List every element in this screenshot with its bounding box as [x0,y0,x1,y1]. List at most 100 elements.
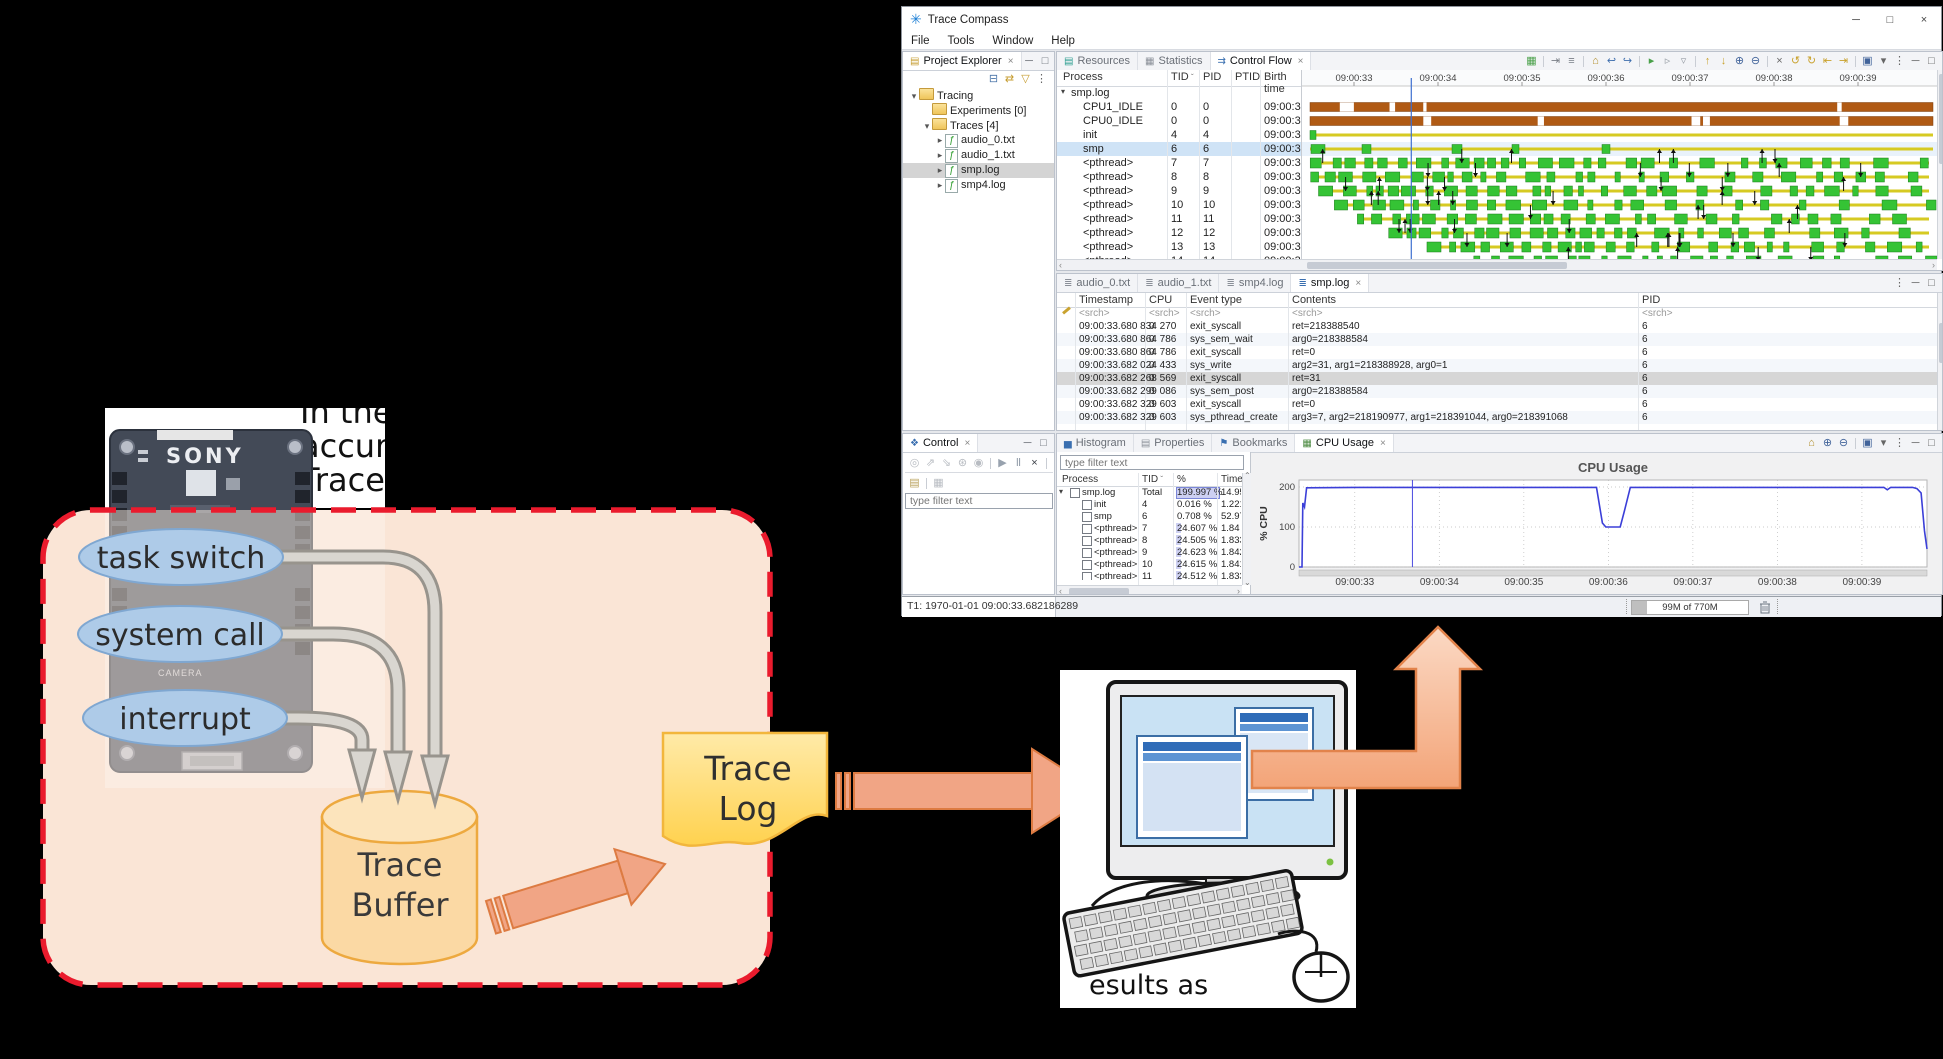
disconnect-icon[interactable]: ⇘ [941,457,952,469]
panel-maximize-icon[interactable]: □ [1040,437,1047,449]
menu-help[interactable]: Help [1051,34,1075,47]
link-with-editor-icon[interactable]: ⇄ [1004,73,1015,85]
maximize-view-icon[interactable]: □ [1928,55,1935,67]
tab-resources[interactable]: ▤ Resources [1057,52,1139,70]
expand-arrow-icon[interactable]: ▸ [937,135,943,145]
close-icon[interactable]: × [1297,55,1304,67]
show-legend-icon[interactable]: ≡ [1568,55,1575,67]
zoom-out-icon[interactable]: ⊖ [1750,55,1761,67]
usage-row[interactable]: <pthread>924.623 %1.842 s [1057,546,1242,558]
maximize-view-icon[interactable]: □ [1928,437,1935,449]
col-pid[interactable]: PID [1203,71,1222,83]
down-icon[interactable]: ↓ [1720,55,1727,67]
usage-hscrollbar[interactable]: ‹ › [1057,585,1242,595]
zoom-in-icon[interactable]: ⊕ [1822,437,1833,449]
events-vscrollbar[interactable] [1937,293,1942,430]
expand-arrow-icon[interactable]: ▸ [937,150,943,160]
tab-smplog[interactable]: ≣smp.log× [1291,274,1370,292]
tab-properties[interactable]: ▤Properties [1134,434,1213,452]
minimize-view-icon[interactable]: ─ [1911,277,1920,289]
col-birth-time[interactable]: Birth time [1264,71,1287,95]
trash-icon[interactable] [1759,600,1771,614]
tree-item-tracing[interactable]: ▾Tracing [903,88,1054,103]
new-connection-icon[interactable]: ◎ [909,457,920,469]
checkbox-icon[interactable] [1082,536,1092,546]
close-icon[interactable]: × [964,437,971,449]
next-state-icon[interactable]: ▿ [1680,55,1687,67]
pause-trace-icon[interactable]: Ⅱ [1015,457,1022,469]
checkbox-icon[interactable] [1082,500,1092,510]
tab-bookmarks[interactable]: ⚑Bookmarks [1212,434,1296,452]
dropdown-icon[interactable]: ▾ [1880,55,1887,67]
snapshot-icon[interactable]: ▦ [933,477,944,489]
menu-file[interactable]: File [911,34,930,47]
tab-audio1[interactable]: ≣audio_1.txt [1138,274,1220,292]
window-minimize-button[interactable]: ─ [1852,13,1860,26]
tree-item-traces-4-[interactable]: ▾Traces [4] [903,118,1054,133]
redo-icon[interactable]: ↻ [1806,55,1817,67]
reset-time-icon[interactable]: ⌂ [1592,55,1599,67]
view-menu-icon[interactable]: ⋮ [1894,437,1905,449]
connect-icon[interactable]: ⇗ [925,457,936,469]
usage-vscrollbar[interactable]: ⌃ ⌄ [1242,471,1251,587]
next-event-icon[interactable]: ↪ [1622,55,1633,67]
tab-histogram[interactable]: ▅Histogram [1057,434,1134,452]
tree-item-experiments-0-[interactable]: Experiments [0] [903,103,1054,118]
timeline-hscrollbar[interactable]: ‹ › [1057,259,1937,270]
col-cpu[interactable]: CPU [1149,294,1173,306]
checkbox-icon[interactable] [1082,572,1092,580]
checkbox-icon[interactable] [1082,524,1092,534]
close-icon[interactable]: × [1379,437,1386,449]
delete-icon[interactable]: × [1776,55,1783,67]
tab-project-explorer[interactable]: ▤ Project Explorer× [903,52,1022,70]
chart-settings-icon[interactable]: ▣ [1862,437,1873,449]
col-tid[interactable]: TID ˇ [1171,71,1194,83]
expand-arrow-icon[interactable]: ▾ [924,121,930,131]
tab-audio0[interactable]: ≣audio_0.txt [1057,274,1139,292]
expand-arrow-icon[interactable]: ▸ [937,165,943,175]
tab-smp4log[interactable]: ≣smp4.log [1219,274,1292,292]
next-marker-icon[interactable]: ⇥ [1838,55,1849,67]
filter-icon[interactable]: ▽ [1021,73,1030,85]
window-maximize-button[interactable]: □ [1886,13,1894,26]
col-percent[interactable]: % [1177,474,1186,485]
start-trace-icon[interactable]: ▶ [998,457,1007,469]
expand-arrow-icon[interactable]: ▾ [1059,487,1064,496]
lock-icon[interactable]: ⌂ [1808,437,1815,449]
process-row-smplog[interactable]: ▾smp.log [1057,86,1302,100]
zoom-out-icon[interactable]: ⊖ [1838,437,1849,449]
view-menu-icon[interactable]: ⋮ [1894,55,1905,67]
events-search-row[interactable]: <srch> <srch> <srch> <srch> <srch> [1057,306,1937,320]
col-process[interactable]: Process [1062,474,1099,485]
panel-maximize-icon[interactable]: □ [1041,55,1049,67]
prev-state-icon[interactable]: ▹ [1664,55,1671,67]
control-filter-input[interactable] [905,493,1053,509]
tab-control[interactable]: ❖ Control× [903,434,979,452]
new-session-icon[interactable]: ▤ [909,477,920,489]
view-menu-icon[interactable]: ⋮ [1894,277,1905,289]
minimize-view-icon[interactable]: ─ [1911,55,1920,67]
checkbox-icon[interactable] [1082,560,1092,570]
optimize-icon[interactable]: ▦ [1526,55,1537,67]
timeline-vscrollbar[interactable] [1937,70,1942,259]
minimize-view-icon[interactable]: ─ [1911,437,1920,449]
